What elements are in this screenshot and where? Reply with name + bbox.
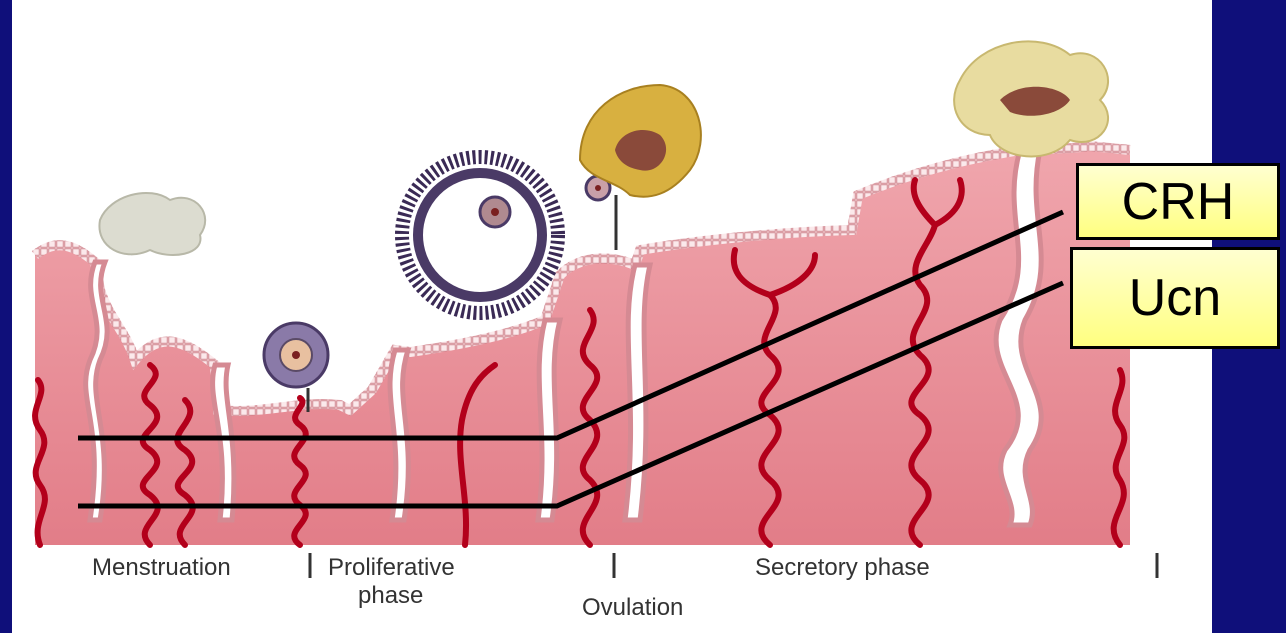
ovulation-label: Ovulation (582, 594, 683, 622)
secretory-label: Secretory phase (755, 554, 930, 582)
proliferative-label-line1: Proliferative (328, 554, 455, 582)
proliferative-label: Proliferative phase (328, 554, 455, 610)
ucn-label: Ucn (1129, 268, 1221, 328)
menstruation-label: Menstruation (92, 554, 231, 582)
gland (625, 265, 650, 520)
crh-label: CRH (1122, 172, 1235, 232)
gland (538, 320, 560, 520)
shed-tissue-fragment (99, 193, 205, 255)
crh-label-box: CRH (1076, 163, 1280, 240)
ucn-label-box: Ucn (1070, 247, 1280, 349)
proliferative-label-line2: phase (328, 582, 455, 610)
